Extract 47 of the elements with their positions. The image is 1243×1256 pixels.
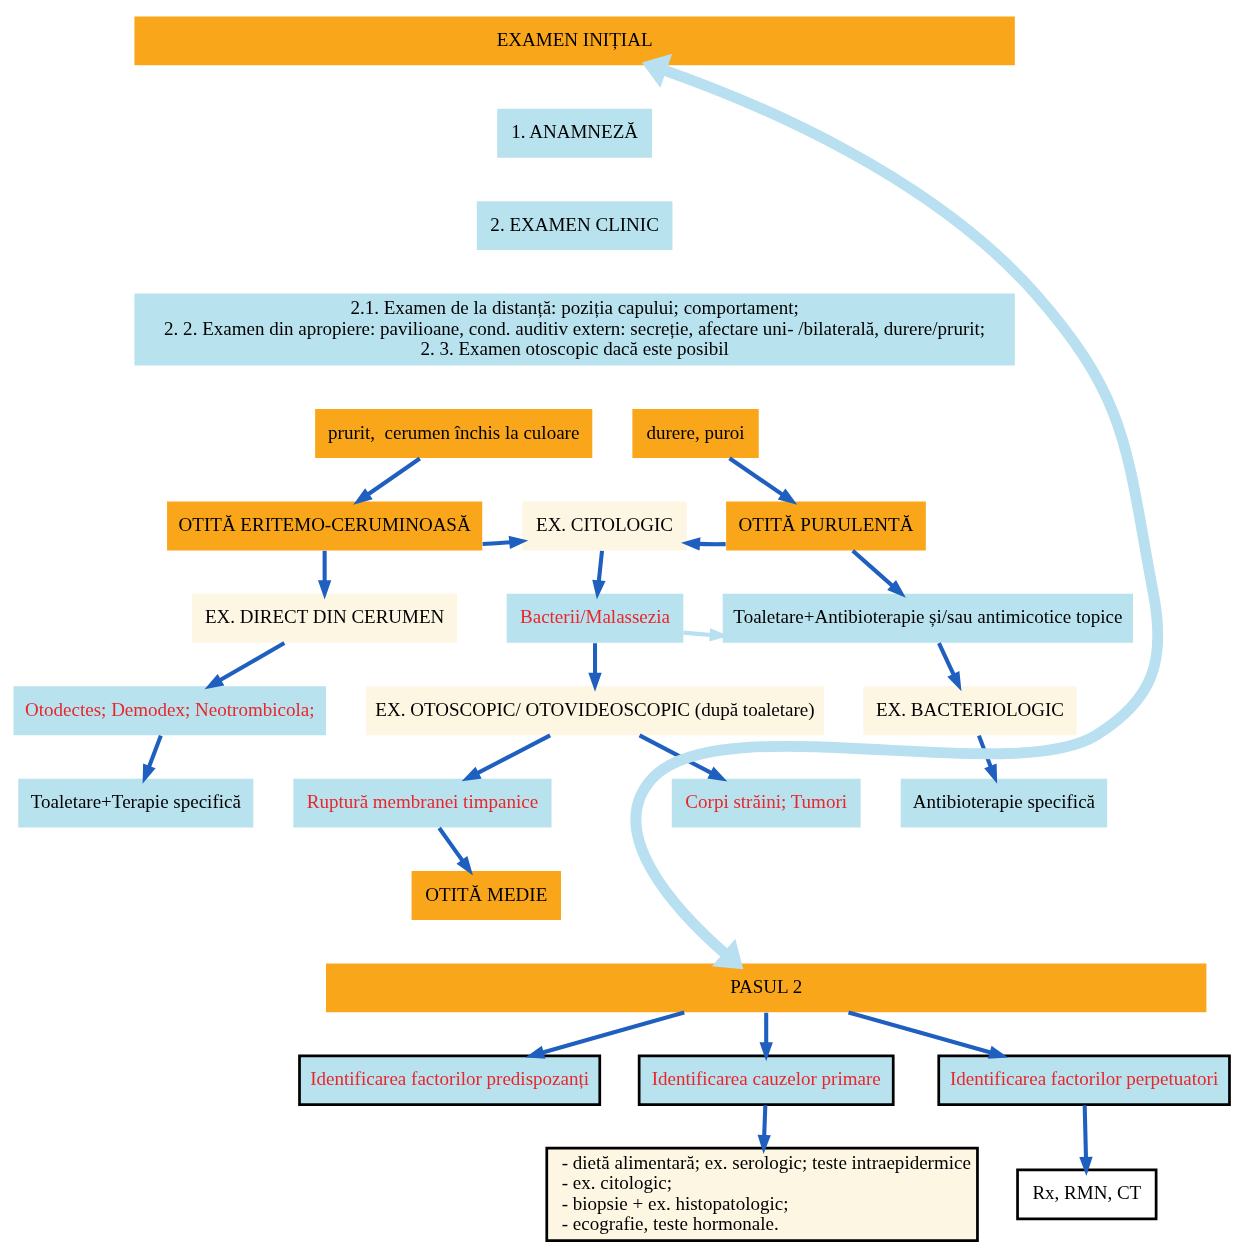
arrow — [1079, 1104, 1093, 1176]
node-box: OTITĂ ERITEMO-CERUMINOASĂ — [167, 500, 483, 550]
arrow — [937, 641, 962, 691]
node-box: - dietă alimentară; ex. serologic; teste intraepidermice - ex. citologic; - biopsie + ex. histopatologic; - ecografie, teste hormonale. — [545, 1146, 979, 1242]
arrow — [588, 642, 602, 692]
arrow — [851, 548, 906, 598]
arrow — [204, 640, 286, 689]
node-box: Rx, RMN, CT — [1016, 1168, 1158, 1220]
arrow — [728, 456, 798, 505]
arrow — [977, 734, 998, 784]
node-box: Identificarea factorilor predispozanți — [298, 1053, 602, 1106]
node-box: EX. BACTERIOLOGIC — [863, 685, 1077, 735]
node-box: Otodectes; Demodex; Neotrombicola; — [13, 685, 326, 735]
arrow — [142, 734, 163, 784]
node-box: EX. DIRECT DIN CERUMEN — [192, 593, 458, 643]
arrow — [525, 1009, 685, 1059]
node-box: Identificarea cauzelor primare — [637, 1053, 895, 1106]
node-box: EXAMEN INIȚIAL — [134, 15, 1015, 65]
arrow — [353, 456, 421, 505]
node-box: 2.1. Examen de la distanță: poziția capului; comportament; 2. 2. Examen din apropiere: pavilioane, cond. auditiv extern: secreție, afectare uni- /bilaterală, durere/prurit; 2. 3. Examen otoscopic dacă este posibil — [134, 293, 1015, 366]
arrow — [638, 733, 728, 781]
node-box: Corpi străini; Tumori — [671, 778, 861, 828]
arrow — [847, 1009, 1009, 1059]
arrow — [681, 536, 726, 551]
arrow — [592, 550, 606, 599]
node-box: OTITĂ PURULENTĂ — [726, 500, 926, 550]
node-box: Identificarea factorilor perpetuatori — [937, 1053, 1231, 1106]
node-box: 2. EXAMEN CLINIC — [476, 200, 673, 250]
node-box: Ruptură membranei timpanice — [293, 778, 552, 828]
node-box: EX. OTOSCOPIC/ OTOVIDEOSCOPIC (după toaletare) — [366, 685, 824, 735]
node-box: Antibioterapie specifică — [900, 778, 1108, 828]
arrow — [759, 1012, 773, 1061]
node-box: prurit, cerumen închis la culoare — [315, 408, 593, 458]
arrow — [461, 733, 552, 781]
node-box: durere, puroi — [632, 408, 759, 458]
node-box: PASUL 2 — [326, 962, 1207, 1012]
node-box: Toaletare+Terapie specifică — [18, 778, 254, 828]
arrow — [437, 826, 473, 875]
node-box: Bacterii/Malassezia — [506, 593, 684, 643]
node-box: OTITĂ MEDIE — [411, 870, 562, 920]
arrow — [757, 1104, 771, 1154]
node-box: Toaletare+Antibioterapie și/sau antimicotice topice — [722, 593, 1134, 643]
node-box: 1. ANAMNEZĂ — [497, 108, 653, 158]
node-box: EX. CITOLOGIC — [522, 500, 687, 550]
arrow — [482, 535, 529, 549]
arrow — [317, 550, 332, 599]
arrow — [630, 53, 1164, 969]
